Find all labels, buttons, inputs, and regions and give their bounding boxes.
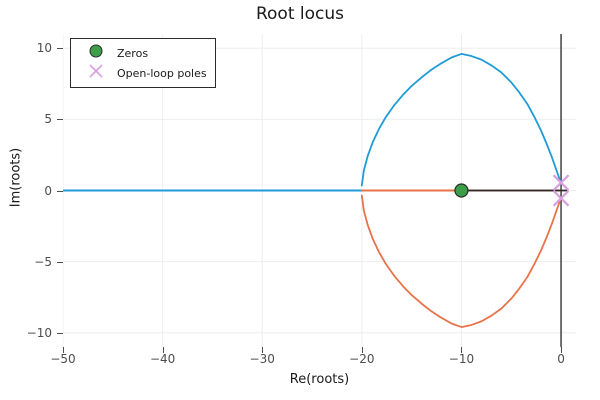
x-axis-title: Re(roots) xyxy=(289,372,350,387)
locus-arc-upper xyxy=(360,53,562,187)
chart-legend[interactable]: Zeros Open-loop poles xyxy=(70,38,216,88)
legend-marker-zeros xyxy=(75,43,117,63)
legend-marker-poles xyxy=(75,63,117,83)
x-axis-tick-label: −20 xyxy=(349,352,375,366)
pole-marker[interactable] xyxy=(552,174,570,191)
x-axis-tick-label: −30 xyxy=(249,352,275,366)
chart-title: Root locus xyxy=(255,4,345,24)
x-axis-tick-mark xyxy=(461,347,463,353)
legend-label-zeros: Zeros xyxy=(117,46,149,60)
x-axis-tick-label: −10 xyxy=(448,352,475,366)
x-axis-tick-mark xyxy=(561,347,563,353)
y-axis-tick-label: 10 xyxy=(36,41,52,56)
legend-label-poles: Open-loop poles xyxy=(117,66,207,80)
zero-marker[interactable] xyxy=(454,183,469,198)
legend-entry-zeros: Zeros xyxy=(75,43,207,63)
y-axis-title: Im(roots) xyxy=(8,147,24,208)
legend-entry-poles: Open-loop poles xyxy=(75,63,207,83)
plot-canvas xyxy=(63,34,576,347)
x-axis-tick-mark xyxy=(361,347,363,353)
x-axis-tick-mark xyxy=(262,347,264,353)
y-axis-tick-label: −10 xyxy=(26,325,52,340)
x-axis-tick-label: −50 xyxy=(50,352,76,366)
x-axis-tick-mark xyxy=(63,347,64,353)
x-axis-tick-label: 0 xyxy=(557,352,565,366)
x-axis-tick-label: −40 xyxy=(149,352,176,366)
pole-marker[interactable] xyxy=(552,190,570,207)
locus-arc-lower xyxy=(360,194,562,328)
x-axis-tick-mark xyxy=(162,347,164,353)
